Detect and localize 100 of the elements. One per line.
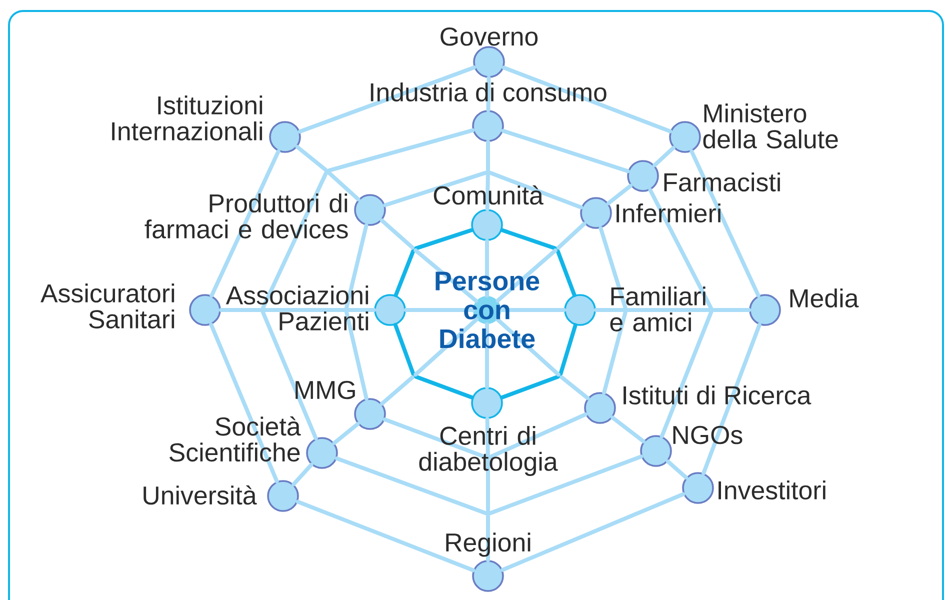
- web-line: [486, 140, 490, 172]
- circle-marker: [354, 398, 386, 430]
- web-line: [380, 375, 414, 406]
- web-line: [485, 322, 489, 390]
- web-line: [210, 149, 280, 298]
- center-label: Persone con Diabete: [436, 272, 540, 348]
- web-line: [485, 238, 489, 298]
- circle-marker: [749, 294, 781, 326]
- web-line: [414, 228, 474, 250]
- node-label: Produttori di farmaci e devices: [144, 194, 348, 238]
- circle-marker: [472, 560, 504, 592]
- node-label: Ministero della Salute: [703, 104, 838, 148]
- web-line: [500, 228, 557, 250]
- web-line: [344, 223, 368, 310]
- web-line: [414, 318, 478, 377]
- circle-marker: [267, 480, 299, 512]
- web-line: [500, 374, 560, 400]
- web-line: [332, 422, 360, 445]
- web-line: [594, 308, 626, 312]
- node-label: MMG: [296, 380, 355, 400]
- web-line: [296, 500, 476, 572]
- web-line: [488, 412, 588, 460]
- web-line: [712, 308, 752, 312]
- node-label: Assicuratori Sanitari: [40, 284, 174, 328]
- node-label: Istituti di Ricerca: [624, 385, 812, 404]
- circle-marker: [374, 294, 406, 326]
- web-line: [496, 248, 558, 303]
- web-line: [485, 416, 490, 458]
- circle-marker: [669, 121, 701, 153]
- web-line: [346, 308, 376, 312]
- web-line: [295, 145, 328, 172]
- web-line: [380, 218, 414, 250]
- web-line: [560, 375, 590, 400]
- web-line: [602, 310, 628, 395]
- node-label: Infermieri: [616, 204, 720, 222]
- web-line: [260, 170, 328, 310]
- web-line: [598, 226, 628, 310]
- circle-marker: [471, 209, 503, 241]
- web-line: [298, 65, 476, 134]
- web-line: [334, 456, 488, 516]
- circle-marker: [564, 294, 596, 326]
- node-label: Governo: [440, 27, 538, 46]
- web-line: [558, 323, 578, 376]
- circle-marker: [269, 121, 301, 153]
- web-line: [414, 248, 478, 303]
- node-label: Investitori: [718, 480, 826, 500]
- web-line: [556, 222, 586, 250]
- web-line: [383, 170, 488, 208]
- web-line: [610, 416, 646, 444]
- circle-marker: [472, 110, 504, 142]
- node-label: Familiari e amici: [610, 286, 706, 332]
- web-line: [414, 374, 474, 400]
- node-label: Società Scientifiche: [170, 416, 301, 462]
- node-label: Farmacisti: [664, 172, 780, 192]
- web-line: [500, 492, 686, 572]
- node-label: Media: [790, 288, 859, 308]
- web-line: [690, 149, 760, 298]
- circle-marker: [640, 435, 672, 467]
- circle-marker: [584, 392, 616, 424]
- circle-marker: [682, 472, 714, 504]
- web-line: [218, 308, 262, 312]
- web-line: [326, 170, 360, 202]
- node-label: Regioni: [446, 532, 530, 557]
- web-line: [260, 310, 318, 440]
- circle-marker: [306, 437, 338, 469]
- node-label: Università: [144, 485, 257, 505]
- web-line: [292, 462, 314, 486]
- web-line: [486, 458, 490, 514]
- web-line: [394, 249, 416, 298]
- web-line: [404, 308, 475, 312]
- node-label: NGOs: [673, 426, 742, 444]
- web-line: [502, 66, 672, 134]
- node-label: Centri di diabetologia: [419, 426, 558, 476]
- circle-marker: [627, 160, 659, 192]
- circle-marker: [471, 387, 503, 419]
- web-line: [486, 76, 491, 112]
- web-line: [556, 249, 576, 298]
- node-label: Comunità: [434, 185, 544, 205]
- circle-marker: [354, 194, 386, 226]
- circle-marker: [473, 46, 505, 78]
- circle-marker: [189, 294, 221, 326]
- web-line: [393, 322, 416, 376]
- web-line: [501, 128, 630, 174]
- web-line: [488, 454, 644, 516]
- node-label: Industria di consumo: [370, 82, 606, 102]
- web-line: [344, 310, 368, 400]
- node-label: Istituzioni Internazionali: [112, 96, 262, 140]
- web-line: [486, 514, 490, 562]
- web-line: [262, 308, 346, 312]
- web-line: [606, 184, 632, 206]
- web-line: [660, 310, 714, 438]
- circle-marker: [580, 197, 612, 229]
- web-line: [499, 308, 566, 312]
- web-line: [496, 318, 560, 377]
- web-line: [648, 188, 713, 310]
- web-line: [382, 418, 488, 460]
- web-line: [488, 170, 584, 210]
- web-line: [327, 128, 475, 172]
- web-line: [702, 322, 762, 476]
- web-line: [209, 322, 279, 484]
